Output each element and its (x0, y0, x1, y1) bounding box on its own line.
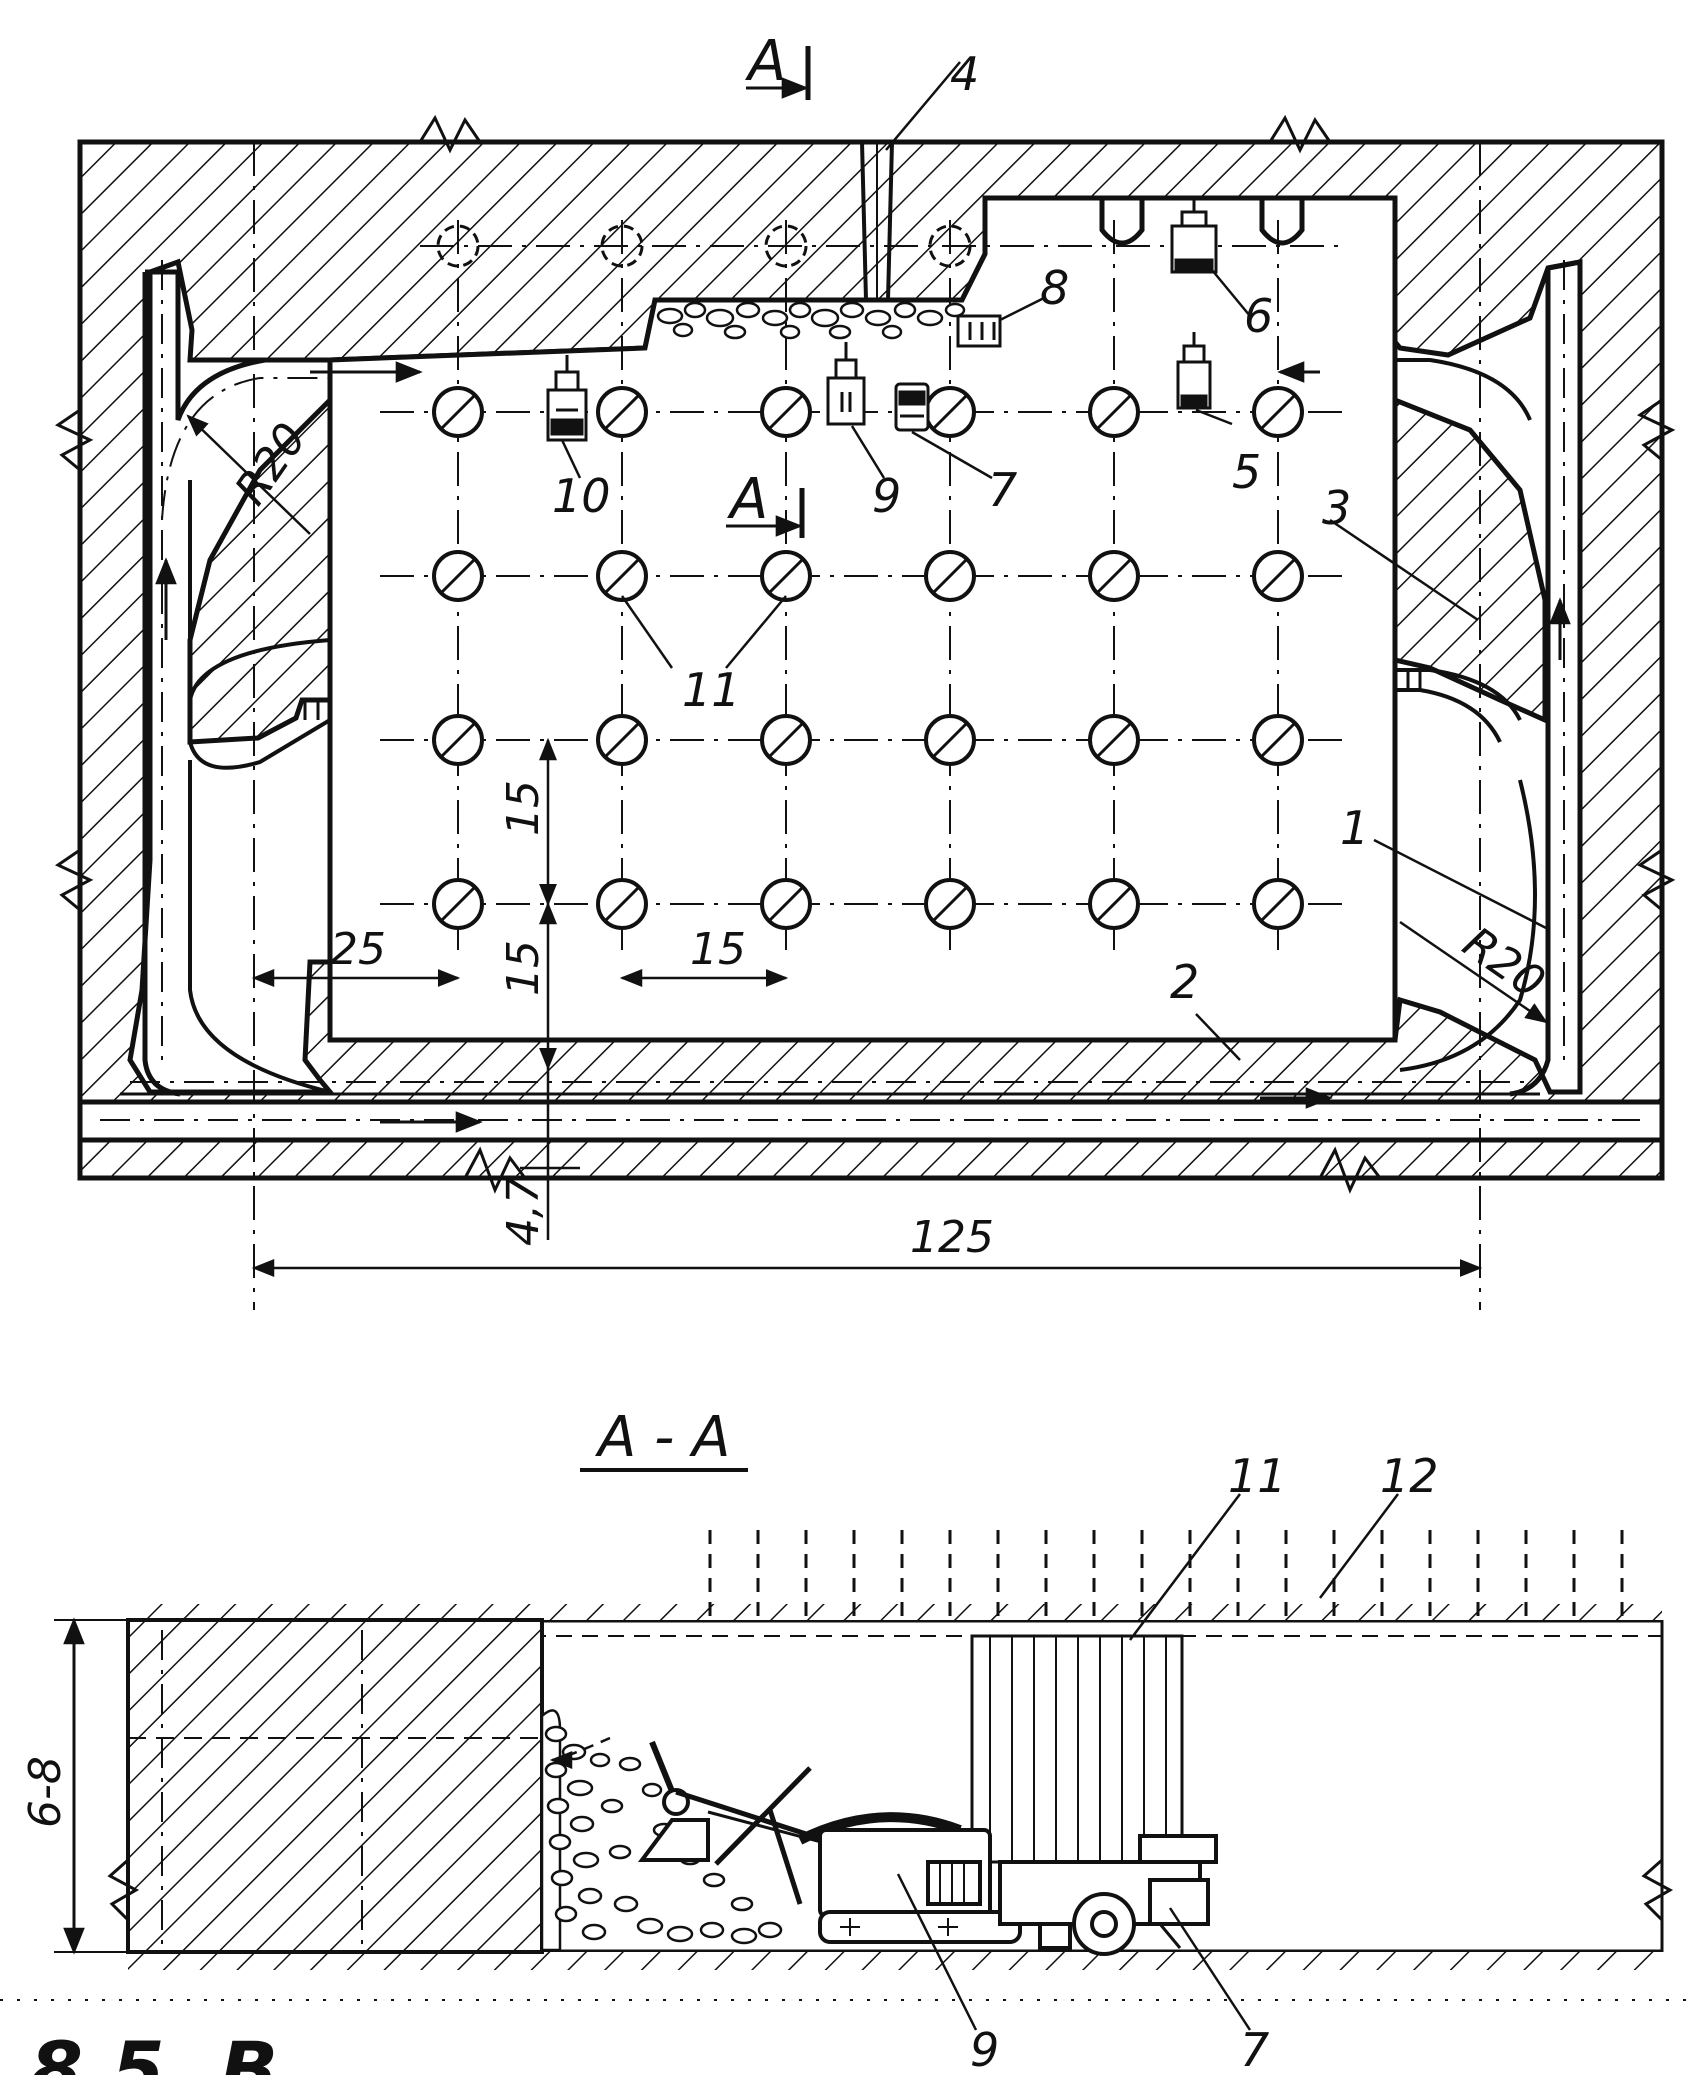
dim-spacing-horizontal: 15 (690, 924, 746, 975)
dim-bottom-drift: 4,7 (498, 1176, 549, 1246)
blast-hole (596, 878, 648, 930)
blast-hole (760, 878, 812, 930)
blast-hole (760, 714, 812, 766)
callout-4: 4 (950, 47, 979, 101)
vent-pipe (860, 141, 894, 301)
blast-hole (760, 386, 812, 438)
dim-overall-length: 125 (910, 1212, 994, 1263)
dim-spacing-vertical-upper: 15 (498, 780, 549, 836)
blast-holes (432, 386, 1304, 930)
blast-hole (1252, 550, 1304, 602)
section-marker-mid-label: A (727, 467, 768, 532)
section-rock-block (126, 1618, 544, 1954)
blast-hole (432, 714, 484, 766)
blast-hole (760, 550, 812, 602)
equipment-6 (1170, 196, 1218, 274)
section-marker-top: A (745, 29, 811, 100)
break-marks (54, 114, 1676, 1194)
broken-ore-pile (656, 301, 966, 340)
blast-hole (1088, 714, 1140, 766)
drift-bottom (80, 1081, 1662, 1143)
section-callout-leaders (896, 1493, 1399, 2031)
blast-hole (1252, 386, 1304, 438)
section-callout-12: 12 (1380, 1449, 1439, 1503)
blast-hole (1088, 550, 1140, 602)
equipment-drill-10 (546, 355, 588, 442)
equipment-5 (1176, 332, 1212, 410)
callout-8: 8 (1040, 261, 1069, 315)
callout-3: 3 (1322, 481, 1351, 535)
blast-hole (1088, 386, 1140, 438)
blast-hole (1252, 878, 1304, 930)
dim-radius-right: R20 (1454, 917, 1554, 1008)
plan-view: A A (54, 29, 1676, 1310)
section-callout-9: 9 (970, 2023, 999, 2075)
equipment-loader-9 (826, 342, 866, 426)
section-loader (549, 1736, 1022, 1944)
dim-left-offset: 25 (330, 924, 386, 975)
future-holes (436, 224, 972, 268)
section-height-dim-label: 6-8 (20, 1756, 71, 1828)
callout-7: 7 (988, 463, 1017, 517)
blast-hole (924, 386, 976, 438)
equipment-truck-7 (894, 382, 930, 432)
section-muck-pile (540, 1709, 783, 1952)
callout-1: 1 (1340, 801, 1369, 855)
drift-right (1277, 259, 1583, 1097)
callout-6: 6 (1244, 289, 1273, 343)
section-marker-mid: A (726, 467, 805, 538)
blast-hole (432, 386, 484, 438)
blast-hole (1252, 714, 1304, 766)
blast-hole (432, 550, 484, 602)
roof-drill-holes (708, 1530, 1624, 1624)
blast-hole (924, 878, 976, 930)
blast-hole (432, 878, 484, 930)
blast-hole (1088, 878, 1140, 930)
caption-fragment: 8.5. В (30, 2025, 278, 2075)
blast-hole (924, 550, 976, 602)
radius-leaders (186, 414, 1548, 1024)
section-marker-top-label: A (745, 29, 786, 94)
dimension-lines (251, 737, 1483, 1277)
blast-hole (596, 714, 648, 766)
equipment-8 (956, 314, 1002, 348)
section-title: A - A (595, 1405, 730, 1470)
dim-spacing-vertical-lower: 15 (498, 940, 549, 996)
rock-mass (77, 139, 1665, 1181)
blast-hole (596, 386, 648, 438)
section-callout-11: 11 (1228, 1449, 1287, 1503)
callout-10: 10 (552, 469, 611, 523)
section-truck (998, 1834, 1218, 1956)
callout-5: 5 (1232, 445, 1261, 499)
callout-11: 11 (682, 663, 741, 717)
blast-hole (924, 714, 976, 766)
section-view: A - A (0, 1405, 1694, 2077)
callout-leaders (560, 61, 1551, 1061)
callout-2: 2 (1170, 955, 1199, 1009)
section-height-dim: 6-8 (20, 1617, 128, 1955)
callout-9: 9 (872, 469, 901, 523)
section-pillar (970, 1634, 1184, 1864)
blast-hole (596, 550, 648, 602)
section-callout-7: 7 (1240, 2023, 1269, 2075)
